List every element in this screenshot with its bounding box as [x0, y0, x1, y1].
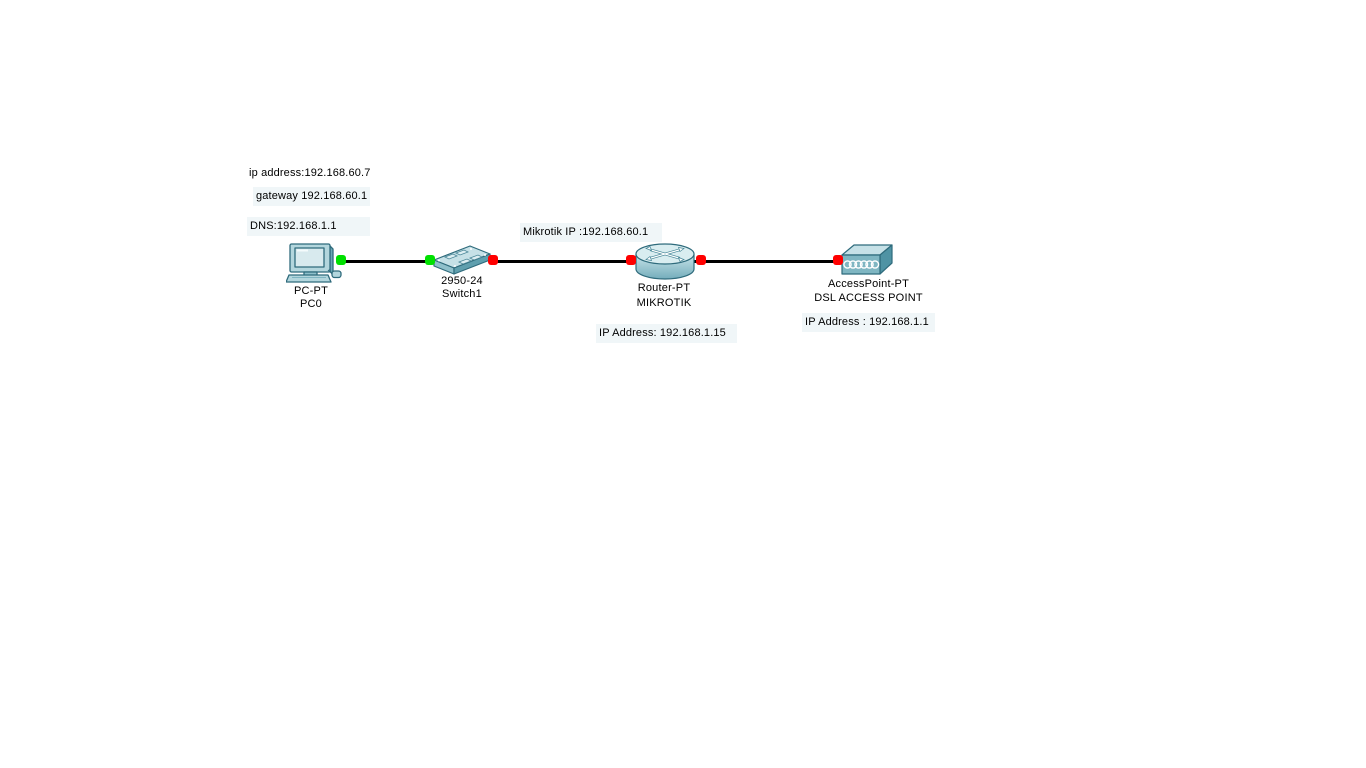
switch-model: 2950-24 [441, 275, 483, 287]
link-switch-router[interactable] [491, 260, 633, 263]
link-pc-switch[interactable] [340, 260, 432, 263]
note-pc-dns: DNS:192.168.1.1 [247, 217, 370, 236]
switch-icon[interactable] [431, 244, 493, 283]
access-point-model: AccessPoint-PT [827, 278, 910, 290]
router-label: Router-PT MIKROTIK [614, 281, 714, 311]
note-mikrotik-wan-ip: Mikrotik IP :192.168.60.1 [520, 223, 662, 242]
link-status-dot [425, 255, 435, 265]
note-pc-ip: ip address:192.168.60.7 [249, 167, 371, 179]
link-status-dot [833, 255, 843, 265]
link-status-dot [488, 255, 498, 265]
pc-label: PC-PT PC0 [261, 285, 361, 311]
access-point-name: DSL ACCESS POINT [814, 292, 923, 304]
router-icon[interactable] [634, 243, 696, 286]
access-point-label: AccessPoint-PT DSL ACCESS POINT [796, 277, 941, 305]
note-ap-ip: IP Address : 192.168.1.1 [802, 313, 935, 332]
pc-icon[interactable] [285, 243, 344, 288]
link-router-ap[interactable] [694, 260, 840, 263]
pc-name: PC0 [300, 298, 322, 310]
note-router-lan-ip: IP Address: 192.168.1.15 [596, 324, 737, 343]
access-point-icon[interactable] [841, 243, 897, 282]
link-status-dot [336, 255, 346, 265]
router-name: MIKROTIK [636, 297, 692, 309]
link-status-dot [626, 255, 636, 265]
link-status-dot [696, 255, 706, 265]
switch-label: 2950-24 Switch1 [412, 275, 512, 301]
note-pc-gateway: gateway 192.168.60.1 [253, 187, 370, 206]
switch-name: Switch1 [442, 288, 482, 300]
pc-model: PC-PT [294, 285, 328, 297]
router-model: Router-PT [637, 282, 691, 294]
